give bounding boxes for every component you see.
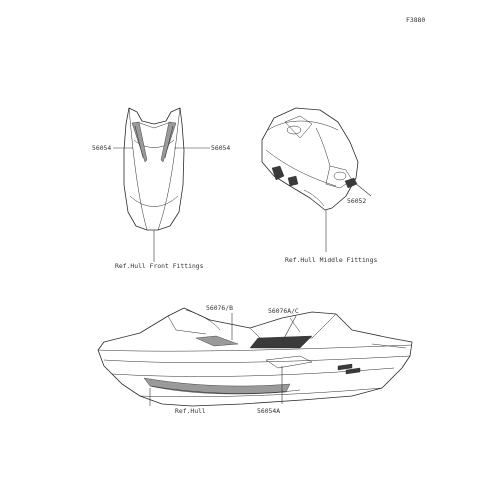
- label-front-ref: Ref.Hull Front Fittings: [115, 262, 204, 270]
- leader-hull-part-ac: [281, 315, 297, 343]
- label-hull-part-a: 56054A: [257, 407, 280, 415]
- label-front-left: 56054: [92, 144, 111, 152]
- middle-section-drawing: [261, 107, 359, 211]
- figure-code: F3880: [406, 16, 425, 24]
- label-hull-part-ac: 56076A/C: [268, 307, 299, 315]
- label-middle-part: 56052: [347, 197, 366, 205]
- front-cover-drawing: [123, 107, 185, 231]
- label-hull-part-b: 56076/B: [206, 304, 233, 312]
- label-middle-ref: Ref.Hull Middle Fittings: [285, 256, 377, 264]
- label-hull-ref: Ref.Hull: [175, 407, 206, 415]
- hull-drawing: [97, 307, 413, 407]
- label-front-right: 56054: [211, 144, 230, 152]
- leader-middle-part: [354, 182, 372, 197]
